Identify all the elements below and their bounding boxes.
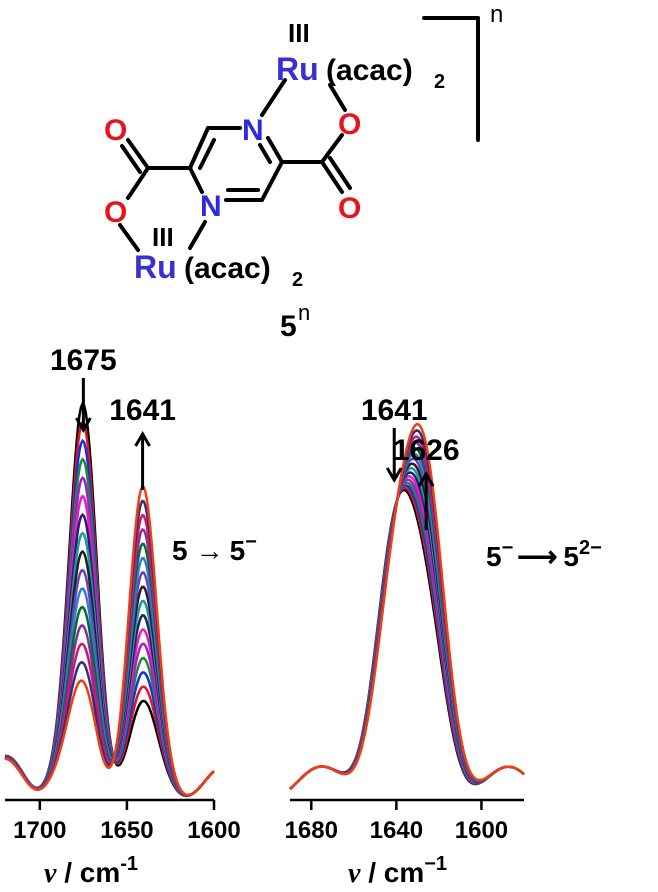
left-xlabel-symbol: ν xyxy=(44,858,57,889)
right-process-from: 5 xyxy=(486,541,502,572)
right-process-arrow: ⟶ xyxy=(517,541,557,572)
oxidation-state-top: III xyxy=(288,18,310,48)
right-series-line-11 xyxy=(289,452,525,790)
oxidation-state-bottom: III xyxy=(152,222,174,252)
acac-top-sub: 2 xyxy=(434,71,445,93)
right-peak-arrow-head-1641 xyxy=(385,467,403,483)
left-series-group xyxy=(4,401,215,798)
left-xlabel-unit: / cm xyxy=(56,857,120,888)
left-annotations: 1675 1641 xyxy=(50,344,176,490)
ring-bond-3 xyxy=(188,166,204,194)
bond-co-double-left-2 xyxy=(120,144,142,174)
atom-o-bottom-right: O xyxy=(338,192,361,225)
left-peak-label-1675: 1675 xyxy=(50,344,117,377)
molecule-structure xyxy=(118,16,480,252)
right-peak-arrow-head-1626 xyxy=(417,471,435,487)
left-process-arrow: → xyxy=(196,535,224,566)
acac-bottom-label: (acac) xyxy=(184,252,271,285)
ring-bond-6b xyxy=(258,143,272,164)
right-series-line-12 xyxy=(289,446,525,790)
bond-ru-o-bottom xyxy=(118,223,140,252)
bond-co-double-right-2 xyxy=(328,156,352,190)
right-series-line-4 xyxy=(289,481,525,790)
left-tick-label-2: 1600 xyxy=(187,817,240,844)
right-tick-label-2: 1600 xyxy=(455,817,508,844)
ring-bond-5 xyxy=(260,160,284,202)
right-series-line-8 xyxy=(289,467,525,790)
atom-n-bottom: N xyxy=(200,190,222,223)
acac-bottom-sub: 2 xyxy=(292,269,303,291)
right-series-line-3 xyxy=(289,484,525,790)
compound-superscript: n xyxy=(298,300,310,325)
left-tick-label-1: 1650 xyxy=(100,817,153,844)
atom-o-top-right: O xyxy=(338,108,361,141)
right-process-from-sup: − xyxy=(502,537,514,559)
right-xlabel-exp: −1 xyxy=(424,853,447,875)
left-xlabel: ν / cm-1 xyxy=(44,853,138,889)
bond-ru-n-bottom xyxy=(188,220,207,250)
atom-o-top-left: O xyxy=(104,114,127,147)
ru-bottom-label: Ru xyxy=(134,249,177,285)
bond-co-double-left xyxy=(126,138,150,170)
left-process-to: 5 xyxy=(230,535,246,566)
right-process-to: 5 xyxy=(563,541,579,572)
right-series-line-13 xyxy=(289,441,525,790)
atom-o-bottom-left: O xyxy=(104,196,127,229)
right-annotations: 1641 1626 xyxy=(361,394,460,530)
right-xlabel-symbol: ν xyxy=(348,858,361,889)
right-axis: 1680 1640 1600 xyxy=(285,798,524,844)
ring-bond-2b xyxy=(198,138,216,170)
left-peak-arrow-head-1641 xyxy=(134,431,151,447)
left-series-line-12 xyxy=(4,542,215,797)
structure-labels: III Ru (acac) 2 n N N O O O O III Ru (ac… xyxy=(104,1,503,343)
right-tick-label-1: 1640 xyxy=(370,817,423,844)
right-series-line-1 xyxy=(289,488,525,790)
left-process-to-sup: − xyxy=(245,531,257,553)
bond-ru-o-top xyxy=(328,83,347,112)
right-series-line-6 xyxy=(289,475,525,790)
ring-bond-2 xyxy=(188,126,210,170)
right-xlabel: ν / cm−1 xyxy=(348,853,447,889)
bond-co-double-right xyxy=(320,160,344,194)
bond-co-single-right xyxy=(320,133,344,164)
left-xlabel-exp: -1 xyxy=(120,853,138,875)
left-process-from: 5 xyxy=(172,535,188,566)
right-tick-label-0: 1680 xyxy=(285,817,338,844)
ring-bond-6 xyxy=(266,136,284,164)
left-axis: 1700 1650 1600 xyxy=(5,798,241,844)
compound-number: 5 xyxy=(280,310,297,343)
left-series-line-16 xyxy=(4,485,215,797)
ru-top-label: Ru xyxy=(276,51,319,87)
acac-top-label: (acac) xyxy=(326,54,413,87)
right-peak-label-1641: 1641 xyxy=(361,394,428,427)
left-process-label: 5→5− xyxy=(172,531,257,566)
right-series-line-9 xyxy=(289,462,525,790)
right-series-group xyxy=(289,422,525,790)
left-tick-label-0: 1700 xyxy=(13,817,66,844)
bond-ru-n-top xyxy=(260,78,287,117)
right-series-line-5 xyxy=(289,478,525,790)
left-peak-label-1641: 1641 xyxy=(109,394,176,427)
right-series-line-16 xyxy=(289,422,525,790)
right-process-to-sup: 2− xyxy=(579,537,602,559)
bond-co-single-left xyxy=(126,166,150,200)
right-series-line-10 xyxy=(289,457,525,790)
left-peak-arrow-head-1675 xyxy=(75,417,92,433)
right-peak-label-1626: 1626 xyxy=(393,434,460,467)
right-xlabel-unit: / cm xyxy=(360,857,424,888)
right-series-line-7 xyxy=(289,471,525,790)
right-process-label: 5−⟶52− xyxy=(486,537,602,572)
charge-n: n xyxy=(490,1,503,28)
atom-n-top: N xyxy=(242,114,264,147)
right-series-line-2 xyxy=(289,486,525,790)
right-series-line-15 xyxy=(289,429,525,790)
